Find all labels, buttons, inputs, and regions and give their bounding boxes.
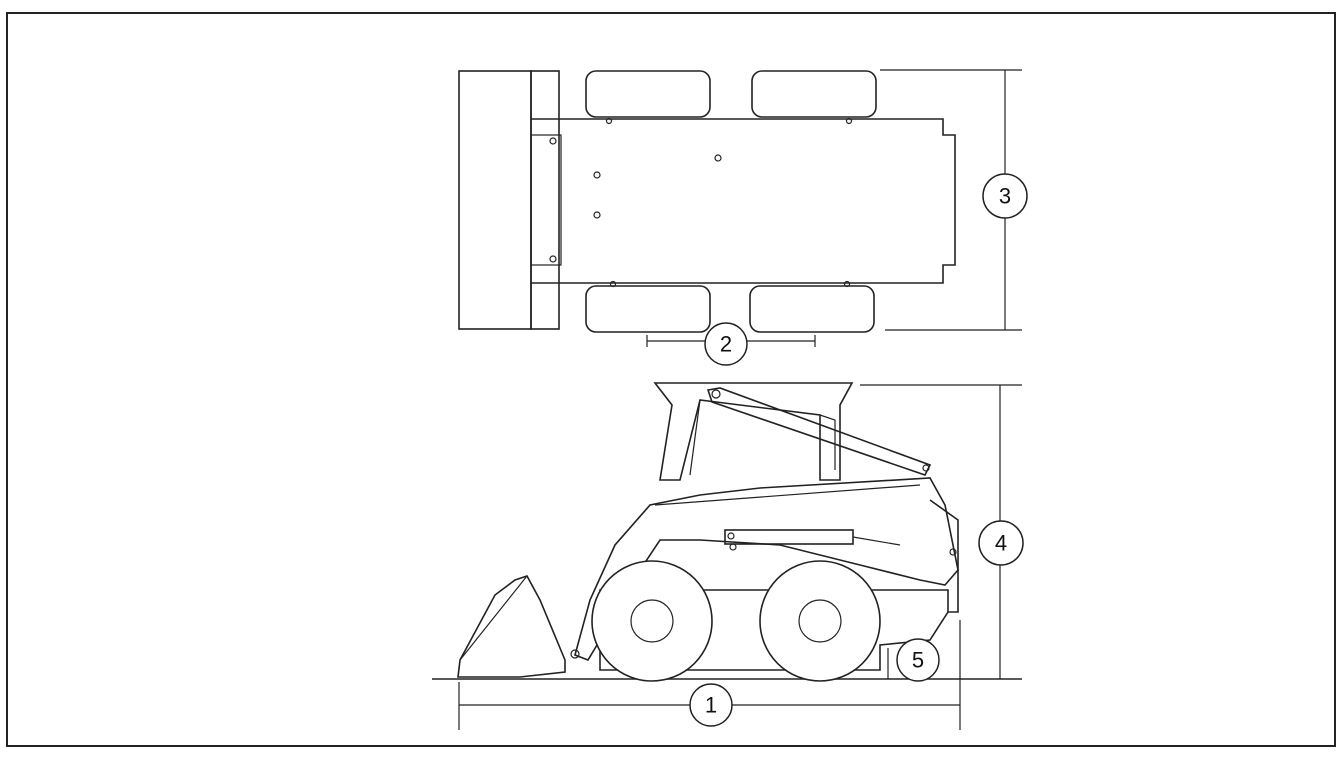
side-bucket — [457, 575, 566, 678]
top-view — [458, 70, 956, 333]
callout-3-label: 3 — [999, 184, 1011, 209]
cab-rops — [653, 382, 854, 481]
top-wheel-rear-right — [749, 285, 875, 333]
top-body — [531, 118, 956, 284]
top-wheel-front-right — [585, 285, 711, 333]
top-bucket-back — [530, 70, 560, 330]
callout-5-label: 5 — [912, 648, 924, 673]
top-attach-plate — [530, 134, 562, 266]
side-view — [432, 382, 1022, 682]
callout-1: 1 — [689, 683, 733, 727]
top-bucket — [458, 70, 532, 330]
callout-1-label: 1 — [705, 693, 717, 718]
top-wheel-front-left — [585, 70, 711, 118]
hydraulic-cylinder — [724, 529, 854, 545]
dimension-clearance — [887, 620, 961, 730]
callout-4: 4 — [978, 520, 1024, 566]
top-wheel-rear-left — [751, 70, 877, 118]
lift-link — [706, 387, 932, 476]
rear-housing — [929, 499, 959, 613]
side-wheel-front — [591, 560, 713, 682]
callout-5: 5 — [896, 638, 940, 682]
callout-2-label: 2 — [720, 332, 732, 357]
side-wheel-rear — [759, 560, 881, 682]
callout-3: 3 — [982, 173, 1028, 219]
diagram-frame — [6, 12, 1336, 747]
callout-2: 2 — [704, 322, 748, 366]
callout-4-label: 4 — [995, 531, 1007, 556]
